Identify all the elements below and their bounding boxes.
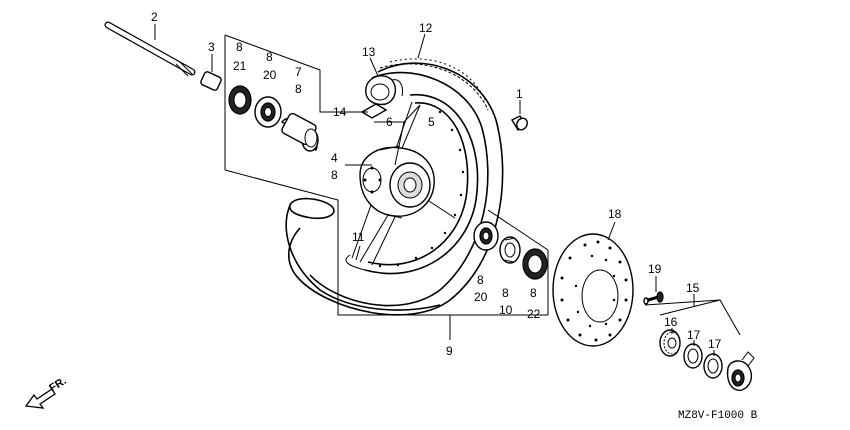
label-8-f: 8 (502, 286, 509, 300)
speedometer-gear (659, 329, 681, 357)
axle (104, 21, 196, 77)
label-14: 14 (333, 105, 347, 119)
label-20-b: 20 (474, 290, 488, 304)
label-10: 10 (499, 303, 513, 317)
label-16: 16 (664, 315, 678, 329)
label-8-b: 8 (266, 50, 273, 64)
bearing-left (254, 96, 282, 128)
rim-band (360, 103, 388, 119)
label-7: 7 (295, 65, 302, 79)
washer-a (683, 343, 703, 369)
label-8-e: 8 (477, 273, 484, 287)
label-21: 21 (233, 59, 247, 73)
distance-collar (280, 112, 319, 152)
label-8-g: 8 (530, 286, 537, 300)
label-6: 6 (386, 115, 393, 129)
label-17-b: 17 (708, 337, 722, 351)
brake-disk (552, 233, 634, 347)
label-4: 4 (331, 151, 338, 165)
gear-retainer (499, 236, 521, 264)
disk-bolt (643, 291, 664, 305)
label-19: 19 (648, 262, 662, 276)
wheel-rim (345, 94, 479, 275)
label-20-a: 20 (263, 68, 277, 82)
label-5: 5 (428, 115, 435, 129)
oil-seal-left (228, 85, 252, 115)
label-18: 18 (608, 207, 622, 221)
label-1: 1 (516, 87, 523, 101)
inner-tube (365, 75, 403, 106)
label-17-a: 17 (687, 328, 701, 342)
label-11: 11 (352, 230, 365, 244)
leader-lines (154, 24, 715, 356)
label-12: 12 (419, 21, 433, 35)
axle-collar (200, 71, 222, 91)
label-9: 9 (446, 344, 453, 358)
label-8-c: 8 (295, 82, 302, 96)
valve-cap (511, 115, 528, 131)
label-22: 22 (527, 307, 541, 321)
part-labels: 2 3 8 21 8 20 7 8 12 13 14 6 5 4 8 1 11 … (151, 10, 722, 358)
label-13: 13 (362, 45, 376, 59)
label-15: 15 (686, 281, 700, 295)
oil-seal-right (522, 248, 548, 280)
label-3: 3 (208, 40, 215, 54)
label-8-a: 8 (236, 40, 243, 54)
diagram-code: MZ8V-F1000 B (678, 410, 758, 422)
washer-b (703, 353, 723, 379)
wheel-hub (359, 145, 435, 219)
bearing-right (473, 221, 499, 251)
speedometer-gearbox (726, 351, 755, 391)
front-direction-arrow: FR. (24, 375, 69, 409)
label-2: 2 (151, 10, 158, 24)
tire (285, 58, 504, 316)
label-8-d: 8 (331, 168, 338, 182)
